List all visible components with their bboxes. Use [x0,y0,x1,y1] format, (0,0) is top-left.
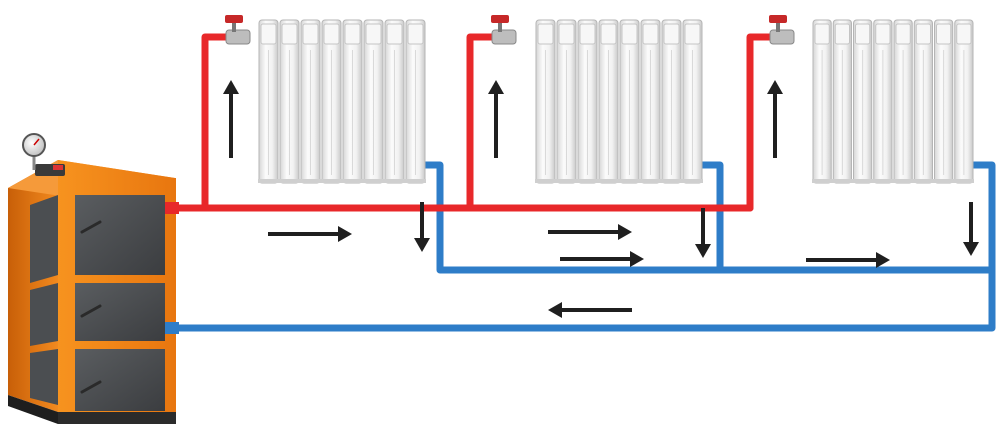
supply-riser-1 [201,33,232,212]
main-return-pipe [166,161,996,332]
boiler-door-handles [80,220,102,394]
radiator-bottom-edge [258,179,426,183]
radiator-fin-header [558,23,575,45]
radiator-fin-header [386,23,403,45]
flow-arrow-riser-1-icon [223,80,239,158]
flow-arrow-drop-3-icon [963,202,979,256]
flow-arrow-flow-2a-icon [548,224,632,240]
flow-arrows [223,80,979,318]
radiator-fin-header [834,23,850,45]
boiler-side-door-upper [30,195,58,283]
radiator-fin-header [684,23,701,45]
radiator-fin-header [936,23,952,45]
radiator-valve-icon [491,15,517,45]
flow-arrow-riser-2-icon [488,80,504,158]
radiator-3 [812,19,974,184]
supply-pipes [166,33,776,212]
return-pipes [166,161,996,332]
radiator-valve-icon [769,15,795,45]
supply-riser-3 [746,33,776,212]
radiator-fin-header [875,23,891,45]
boiler-lower-door [75,349,165,411]
boiler-control-light [53,165,63,170]
radiator-fin-header [855,23,871,45]
flow-arrow-flow-2b-icon [560,251,644,267]
radiator-fin-header [915,23,931,45]
valves [225,15,795,45]
radiator-fin-header [642,23,659,45]
flow-arrow-drop-2-icon [695,208,711,258]
radiator-fin-header [663,23,680,45]
radiator-fin-header [537,23,554,45]
supply-outlet-stub [165,202,179,214]
radiator-fin-header [344,23,361,45]
radiator-fin-header [302,23,319,45]
radiator-fin-header [600,23,617,45]
radiator-fin-header [281,23,298,45]
radiator-bottom-edge [812,179,974,183]
radiator-fin-header [260,23,277,45]
supply-riser-2 [466,33,499,212]
return-inlet-stub [165,322,179,334]
boiler-base-side [8,395,58,424]
radiator-fin-header [621,23,638,45]
return-collector-pipe [418,161,996,274]
radiator-bottom-edge [535,179,703,183]
radiators [258,19,974,184]
radiator-2 [535,19,703,184]
radiator-fin-header [323,23,340,45]
boiler-side-door-middle [30,283,58,346]
radiator-fin-header [365,23,382,45]
boiler-upper-door [75,195,165,275]
radiator-fin-header [895,23,911,45]
boiler-side-door-lower [30,349,58,405]
flow-arrow-riser-3-icon [767,80,783,158]
radiator-fin-header [814,23,830,45]
radiator-fin-header [956,23,972,45]
radiator-fin-header [579,23,596,45]
pressure-gauge-icon [22,133,46,157]
flow-arrow-drop-1-icon [414,202,430,252]
flow-arrow-flow-1-icon [268,226,352,242]
flow-arrow-flow-3-icon [806,252,890,268]
boiler-base [58,412,176,424]
radiator-fin-header [407,23,424,45]
flow-arrow-return-icon [548,302,632,318]
radiator-1 [258,19,426,184]
radiator-valve-icon [225,15,251,45]
boiler [8,133,179,424]
